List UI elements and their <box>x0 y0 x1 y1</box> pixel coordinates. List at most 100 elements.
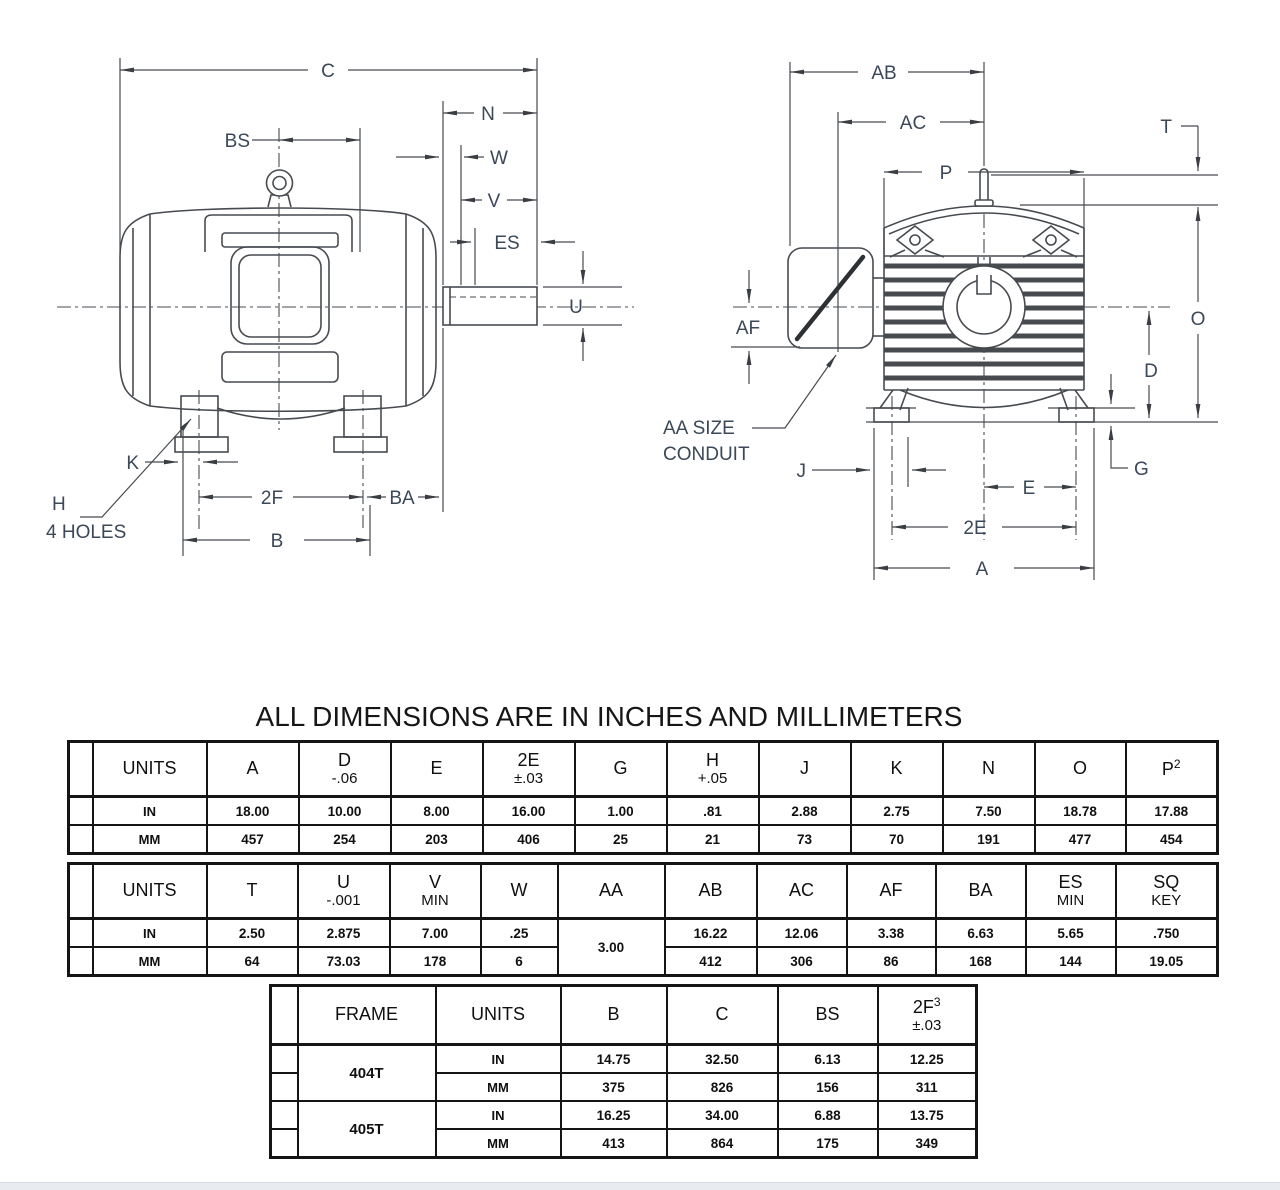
table-cell: 10.00 <box>297 795 392 826</box>
table-cell: 12.06 <box>755 917 848 948</box>
dim-note-4-holes: 4 HOLES <box>46 522 126 543</box>
row-label-in: IN <box>91 795 208 826</box>
table-cell: 349 <box>876 1128 978 1159</box>
dim-label-e: E <box>1023 478 1036 499</box>
table3-405t-mm-row: MM 413 864 175 349 <box>269 1128 978 1159</box>
foot-pad-right <box>333 436 388 453</box>
front-foot-right <box>1058 407 1095 423</box>
table-cell: 21 <box>665 824 760 855</box>
col-header-ba: BA <box>934 862 1027 920</box>
spacer-cell <box>67 740 94 798</box>
frame-cell-405t: 405T <box>296 1100 437 1159</box>
dim-label-k: K <box>126 453 139 474</box>
table-cell: 457 <box>205 824 300 855</box>
dim-label-d: D <box>1144 361 1158 382</box>
dim-label-g: G <box>1134 459 1149 480</box>
table-cell: 306 <box>755 946 848 977</box>
table-cell: 203 <box>389 824 484 855</box>
dim-label-p: P <box>940 163 953 184</box>
table3-404t-mm-row: MM 375 826 156 311 <box>269 1072 978 1102</box>
col-header-b: B <box>559 984 668 1046</box>
col-header-p: P2 <box>1124 740 1219 798</box>
dim-label-ac: AC <box>900 113 926 134</box>
table-cell: 18.78 <box>1033 795 1127 826</box>
foot-pad-left <box>174 436 229 453</box>
dim-label-h: H <box>52 494 66 515</box>
table-cell: 18.00 <box>205 795 300 826</box>
col-header-t: T <box>205 862 299 920</box>
table-cell: 2.75 <box>849 795 944 826</box>
dim-label-c: C <box>321 61 335 82</box>
table-cell: 144 <box>1024 946 1117 977</box>
dim-label-u: U <box>569 297 583 318</box>
table-cell: 2.875 <box>296 917 391 948</box>
conduit-box-side <box>230 246 330 345</box>
col-header-o: O <box>1033 740 1127 798</box>
table-cell: 406 <box>481 824 576 855</box>
col-header-bs: BS <box>776 984 879 1046</box>
units-header: UNITS <box>434 984 562 1046</box>
table-cell: 16.22 <box>663 917 758 948</box>
table-cell: 168 <box>934 946 1027 977</box>
spacer-cell <box>67 862 94 920</box>
table-cell: 3.38 <box>845 917 937 948</box>
conduit-box-front <box>787 247 874 349</box>
motor-dimension-drawing: C N BS W V ES U K H 4 HOLES <box>46 58 1218 580</box>
motor-side-body <box>119 169 538 453</box>
col-header-w: W <box>479 862 559 920</box>
table-cell: 12.25 <box>876 1043 978 1074</box>
table-cell: 864 <box>665 1128 779 1159</box>
table1-mm-row: MM 457 254 203 406 25 21 73 70 191 477 4… <box>67 824 1219 855</box>
page-title: ALL DIMENSIONS ARE IN INCHES AND MILLIME… <box>255 701 963 732</box>
table1-header-row: UNITS A D-.06 E 2E±.03 G H+.05 J K N O P… <box>67 740 1219 798</box>
row-label-in: IN <box>91 917 208 948</box>
bottom-band <box>221 351 339 383</box>
dim-label-bs: BS <box>225 131 250 152</box>
table-cell: 7.50 <box>941 795 1036 826</box>
col-header-2f: 2F3±.03 <box>876 984 978 1046</box>
dim-label-ab: AB <box>871 63 896 84</box>
window-bottom-bar <box>0 1182 1280 1190</box>
table-cell: 86 <box>845 946 937 977</box>
table-cell: 14.75 <box>559 1043 668 1074</box>
spacer-cell <box>269 984 299 1046</box>
row-label-mm: MM <box>434 1128 562 1159</box>
side-extension-lines <box>57 58 634 556</box>
table-cell: 2.88 <box>757 795 852 826</box>
col-header-2e: 2E±.03 <box>481 740 576 798</box>
dim-label-2e: 2E <box>963 518 986 539</box>
table-cell: 64 <box>205 946 299 977</box>
motor-front-body <box>787 168 1095 423</box>
dim-label-n: N <box>481 104 495 125</box>
col-header-k: K <box>849 740 944 798</box>
table-cell: 178 <box>388 946 482 977</box>
spacer-cell <box>67 917 94 948</box>
table-cell: 477 <box>1033 824 1127 855</box>
row-label-mm: MM <box>91 824 208 855</box>
row-label-mm: MM <box>434 1072 562 1102</box>
front-foot-left <box>873 407 910 423</box>
spacer-cell <box>67 946 94 977</box>
table-cell: 2.50 <box>205 917 299 948</box>
table-cell: 73 <box>757 824 852 855</box>
frame-header: FRAME <box>296 984 437 1046</box>
conduit-cover-diagonal <box>794 254 866 342</box>
table-cell: 34.00 <box>665 1100 779 1130</box>
col-header-h: H+.05 <box>665 740 760 798</box>
row-label-mm: MM <box>91 946 208 977</box>
yoke-arc <box>899 389 1069 409</box>
table-cell: 70 <box>849 824 944 855</box>
table-cell: 1.00 <box>573 795 668 826</box>
table-cell: .81 <box>665 795 760 826</box>
dim-label-a: A <box>976 559 989 580</box>
table-cell: 73.03 <box>296 946 391 977</box>
table-cell: 6.88 <box>776 1100 879 1130</box>
table-cell: 19.05 <box>1114 946 1219 977</box>
shaft <box>442 286 538 326</box>
table-cell: 254 <box>297 824 392 855</box>
table-cell: 7.00 <box>388 917 482 948</box>
col-header-g: G <box>573 740 668 798</box>
table-cell: .750 <box>1114 917 1219 948</box>
table2-mm-row: MM 64 73.03 178 6 412 306 86 168 144 19.… <box>67 946 1219 977</box>
